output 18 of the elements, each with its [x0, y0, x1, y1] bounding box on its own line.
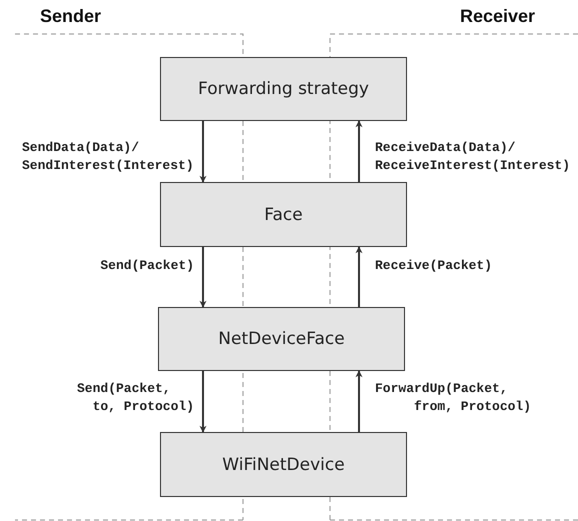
- arrow: [200, 121, 206, 183]
- arrow: [356, 120, 362, 182]
- arrow: [356, 246, 362, 307]
- arrow: [200, 247, 206, 308]
- edge-label: SendData(Data)/ SendInterest(Interest): [22, 139, 194, 175]
- column-heading: Sender: [40, 6, 102, 27]
- arrow: [200, 371, 206, 433]
- column-heading: Receiver: [460, 6, 536, 27]
- edge-label: Receive(Packet): [375, 257, 492, 275]
- process-box: Face: [160, 182, 407, 247]
- process-box: NetDeviceFace: [158, 307, 405, 371]
- edge-label: ForwardUp(Packet, from, Protocol): [375, 380, 532, 416]
- edge-label: Send(Packet, to, Protocol): [76, 380, 194, 416]
- edge-label: Send(Packet): [100, 257, 194, 275]
- process-box: WiFiNetDevice: [160, 432, 407, 497]
- process-box: Forwarding strategy: [160, 57, 407, 121]
- arrow: [356, 370, 362, 432]
- edge-label: ReceiveData(Data)/ ReceiveInterest(Interest): [375, 139, 570, 175]
